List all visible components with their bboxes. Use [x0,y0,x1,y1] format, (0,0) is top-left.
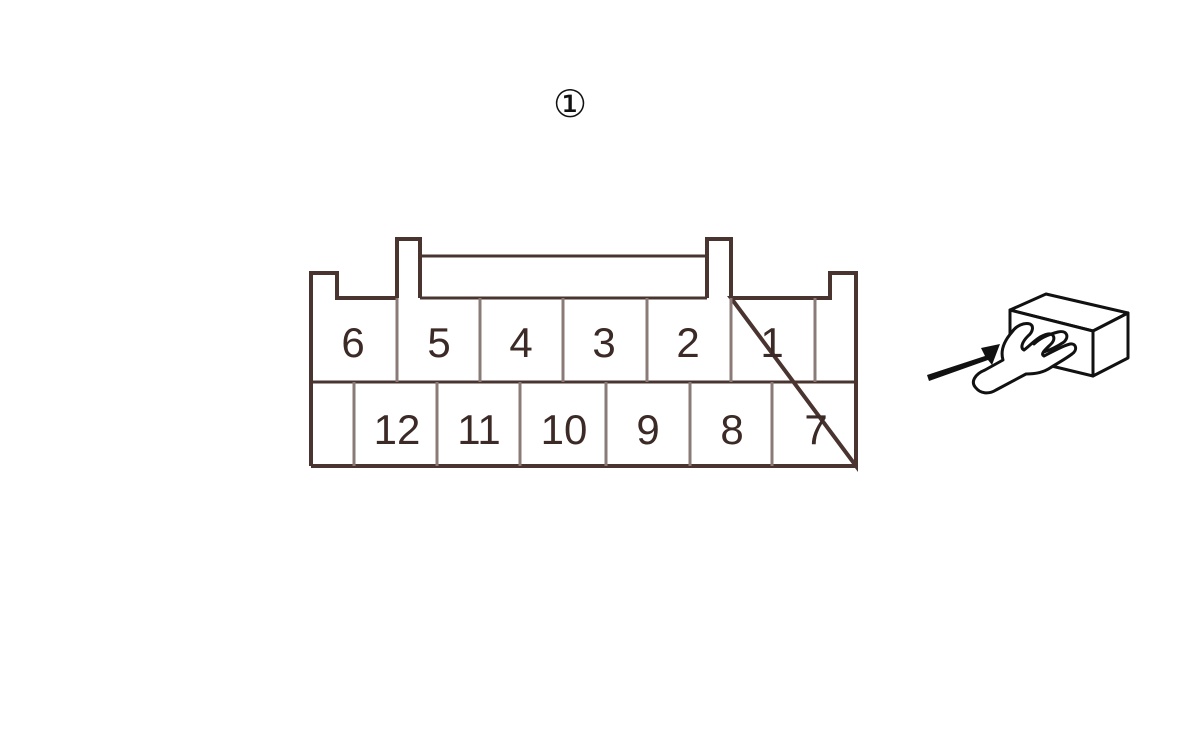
arrow-icon [927,344,1000,381]
pin-label: 7 [804,406,827,453]
locking-latch-right [705,237,733,298]
pin-label: 4 [509,319,532,366]
top-row-pins: 6 5 4 3 2 1 [341,319,783,366]
pin-label: 2 [676,319,699,366]
cell-dividers [352,298,817,466]
hand-finger-icon [1032,330,1069,354]
pin-label: 9 [636,406,659,453]
pin-label: 8 [720,406,743,453]
callout-marker: ① [553,82,587,126]
pin-label: 11 [457,406,501,453]
bottom-row-pins: 12 11 10 9 8 7 [374,406,828,453]
hand-holding-connector-icon [927,292,1130,395]
pin-label: 10 [541,406,588,453]
pin-label: 5 [427,319,450,366]
locking-latch [395,237,422,298]
pin-label: 1 [760,319,783,366]
pin-label: 3 [592,319,615,366]
pin-label: 6 [341,319,364,366]
hand-icon [971,322,1078,395]
pin-label: 12 [374,406,421,453]
